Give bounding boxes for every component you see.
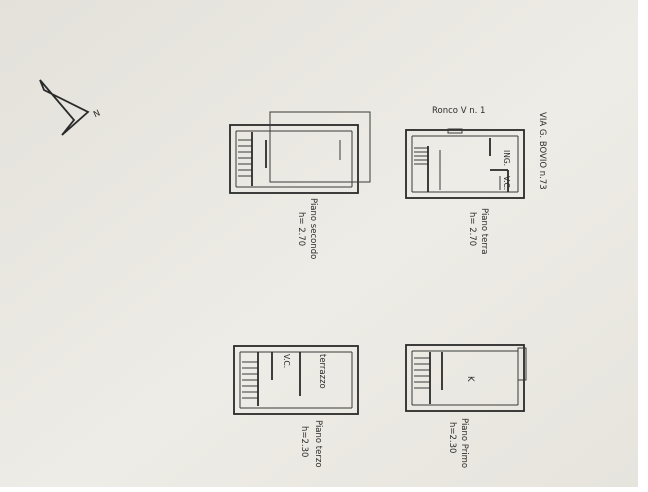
floor-height-terzo: h=2.30 [299, 426, 309, 457]
room-label-vc-terzo: V.C. [282, 354, 291, 368]
floor-height-primo: h=2.30 [447, 422, 457, 453]
room-label-k: K [465, 376, 475, 382]
floor-height-terra: h= 2.70 [467, 212, 477, 246]
floor-name-secondo: Piano secondo [308, 198, 318, 259]
room-label-vc-terra: V.C. [502, 176, 511, 190]
street-label: VIA G. BOVIO n.73 [537, 112, 547, 190]
floor-name-terra: Piano terra [479, 208, 489, 254]
plan-piano-terzo: terrazzo V.C. Piano terzo h=2.30 [233, 345, 359, 468]
north-label: N [92, 109, 102, 121]
floor-height-secondo: h= 2.70 [296, 212, 306, 246]
plan-piano-secondo: Piano secondo h= 2.70 [229, 111, 371, 259]
alley-label: Ronco V n. 1 [432, 106, 485, 116]
floor-name-terzo: Piano terzo [313, 420, 323, 468]
room-label-ing: ING. [502, 150, 511, 166]
paper-background [0, 0, 638, 487]
plan-piano-terra: ING. V.C. Piano terra h= 2.70 [405, 128, 525, 254]
north-arrow: N [39, 79, 102, 136]
floor-name-primo: Piano Primo [459, 418, 469, 468]
room-label-terrazzo: terrazzo [317, 354, 327, 389]
plan-piano-primo: K Piano Primo h=2.30 [405, 344, 527, 468]
